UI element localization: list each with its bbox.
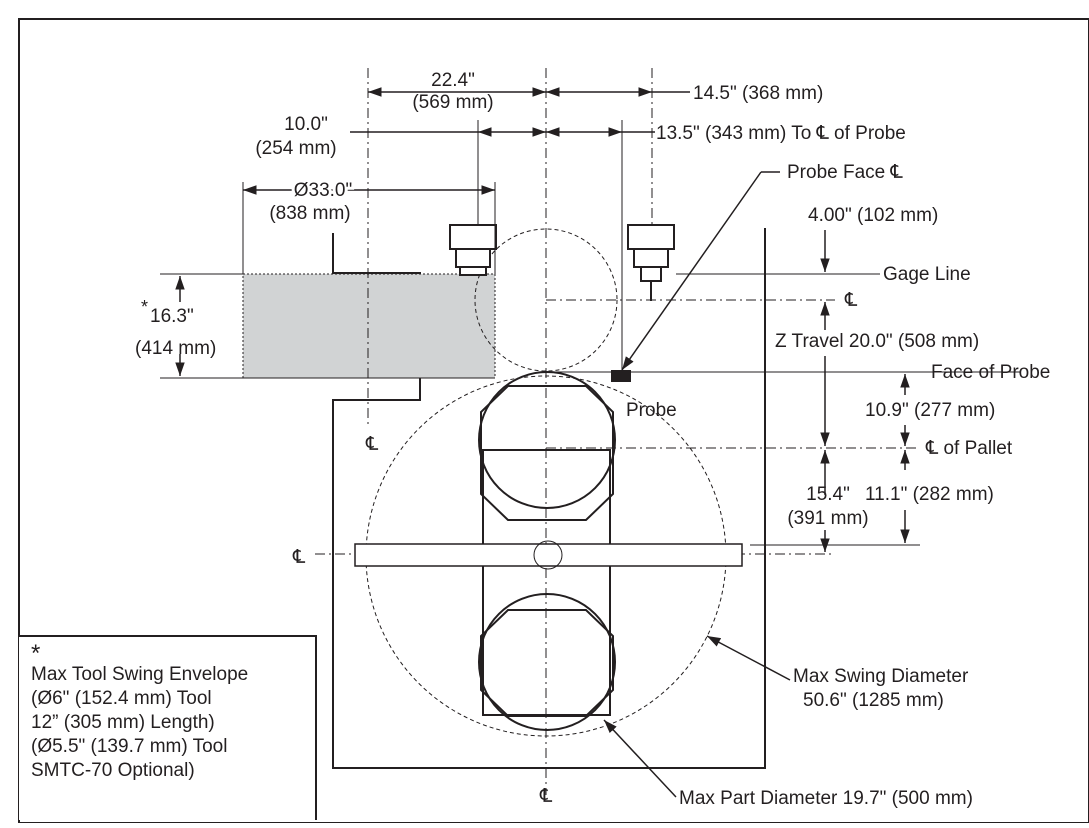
- max-part-label: Max Part Diameter 19.7" (500 mm): [679, 788, 973, 809]
- max-swing-label-2: 50.6" (1285 mm): [803, 690, 944, 711]
- cl-pallet-left-symbol: ℄: [292, 547, 306, 568]
- probe-holder: [627, 224, 675, 301]
- note-box: * Max Tool Swing Envelope (Ø6" (152.4 mm…: [19, 635, 317, 820]
- dim-16-3-mm-label: (414 mm): [135, 338, 216, 359]
- dim-14-5-label: 14.5" (368 mm): [693, 83, 823, 104]
- star-marker: *: [141, 297, 148, 317]
- max-swing-label-1: Max Swing Diameter: [793, 666, 969, 687]
- machine-outline: [332, 228, 766, 769]
- pallet-rail: [354, 543, 743, 567]
- note-line-5: SMTC-70 Optional): [31, 760, 195, 781]
- face-of-probe-label: Face of Probe: [931, 362, 1050, 383]
- dim-22-4-label: 22.4": [431, 70, 475, 91]
- dim-10-0-mm-label: (254 mm): [255, 138, 336, 159]
- dim-4-00-label: 4.00" (102 mm): [808, 205, 938, 226]
- dim-33-0-label: Ø33.0": [294, 180, 353, 201]
- dim-15-4-label: 15.4": [806, 484, 850, 505]
- dimension-arrows: [175, 87, 910, 798]
- pallet-center-hub: [533, 540, 563, 570]
- gage-line-label: Gage Line: [883, 264, 971, 285]
- note-line-4: (Ø5.5" (139.7 mm) Tool: [31, 736, 228, 757]
- dim-11-1-label: 11.1" (282 mm): [865, 484, 994, 505]
- dim-16-3-label: 16.3": [150, 306, 194, 327]
- note-star: *: [31, 640, 41, 667]
- dim-15-4-mm-label: (391 mm): [787, 508, 868, 529]
- probe-face-cl-label: Probe Face ℄: [787, 162, 903, 183]
- cl-of-pallet-label: ℄ of Pallet: [925, 438, 1013, 459]
- cl-gage-symbol: ℄: [844, 290, 858, 311]
- tool-holder: [449, 224, 497, 276]
- dim-10-0-label: 10.0": [284, 114, 328, 135]
- pallet: [478, 371, 616, 731]
- z-travel-label: Z Travel 20.0" (508 mm): [775, 331, 979, 352]
- note-line-2: (Ø6" (152.4 mm) Tool: [31, 688, 212, 709]
- dim-22-4-mm-label: (569 mm): [412, 92, 493, 113]
- dim-33-0-mm-label: (838 mm): [269, 203, 350, 224]
- spindle-clearance-circle: [474, 228, 618, 372]
- note-line-1: Max Tool Swing Envelope: [31, 664, 249, 685]
- dim-13-5-label: 13.5" (343 mm) To ℄ of Probe: [656, 123, 906, 144]
- dim-10-9-label: 10.9" (277 mm): [865, 400, 995, 421]
- probe-face-block: [611, 370, 631, 382]
- tool-swing-envelope: [242, 273, 496, 379]
- cl-bottom-symbol: ℄: [539, 786, 553, 807]
- note-line-3: 12” (305 mm) Length): [31, 712, 215, 733]
- cl-left-symbol: ℄: [365, 434, 379, 455]
- reference-lines: [160, 120, 1020, 546]
- probe-label: Probe: [626, 400, 677, 421]
